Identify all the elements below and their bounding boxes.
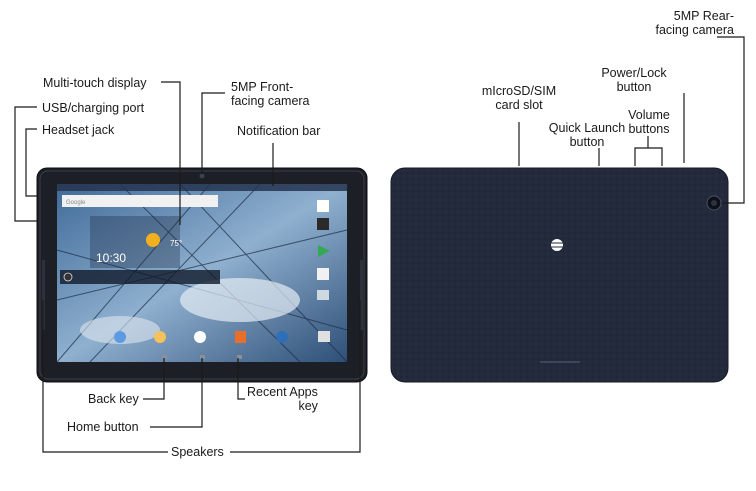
label-microsd: mIcroSD/SIM card slot bbox=[476, 84, 562, 112]
callout-line-rear bbox=[717, 36, 745, 204]
nav-keys bbox=[162, 355, 242, 359]
temp-text: 75° bbox=[170, 239, 182, 248]
callout-line-home bbox=[150, 358, 203, 428]
callout-line-multitouch bbox=[161, 81, 181, 225]
callout-line-volume bbox=[634, 136, 663, 166]
label-rear: 5MP Rear- facing camera bbox=[638, 9, 734, 37]
rear-camera-lens bbox=[711, 200, 717, 206]
label-rear-line1: 5MP Rear- bbox=[673, 9, 734, 23]
label-front-camera-line2: facing camera bbox=[231, 94, 310, 108]
callout-line-usb bbox=[14, 106, 37, 222]
label-quick-line2: button bbox=[569, 135, 605, 149]
label-volume: Volume buttons bbox=[616, 108, 682, 136]
label-front-camera: 5MP Front- facing camera bbox=[231, 80, 310, 108]
label-quick: Quick Launch button bbox=[532, 121, 642, 149]
label-speakers: Speakers bbox=[171, 445, 224, 459]
label-usb: USB/charging port bbox=[42, 101, 145, 115]
search-widget bbox=[62, 195, 218, 207]
callout-line-recent bbox=[237, 358, 245, 400]
label-notification: Notification bar bbox=[237, 124, 321, 138]
label-recent: Recent Apps key bbox=[247, 385, 318, 413]
callout-line-headset bbox=[25, 128, 37, 197]
cloud-shape bbox=[180, 278, 300, 322]
label-microsd-line1: mIcroSD/SIM bbox=[481, 84, 557, 98]
label-headset: Headset jack bbox=[42, 123, 115, 137]
callout-line-back-key bbox=[143, 358, 165, 400]
label-volume-line2: buttons bbox=[628, 122, 670, 136]
label-power-line2: button bbox=[616, 80, 652, 94]
label-rear-line2: facing camera bbox=[655, 23, 734, 37]
cloud-shape bbox=[80, 316, 160, 344]
back-label-strip bbox=[540, 361, 580, 363]
label-quick-line1: Quick Launch bbox=[548, 121, 626, 135]
side-app-icons bbox=[317, 200, 330, 300]
label-power: Power/Lock button bbox=[596, 66, 672, 94]
label-volume-line1: Volume bbox=[628, 108, 670, 122]
att-logo bbox=[551, 239, 563, 251]
info-strip bbox=[60, 270, 220, 284]
label-recent-line1: Recent Apps bbox=[247, 385, 318, 399]
callout-line-speakers bbox=[42, 300, 361, 453]
front-camera bbox=[199, 173, 205, 179]
info-strip-icon bbox=[63, 272, 73, 282]
sun-icon bbox=[146, 233, 160, 247]
label-power-line1: Power/Lock bbox=[601, 66, 667, 80]
label-home: Home button bbox=[67, 420, 139, 434]
search-widget-text: Google bbox=[66, 200, 86, 206]
clock-text: 10:30 bbox=[96, 251, 126, 265]
right-speaker bbox=[360, 260, 363, 330]
callout-line-front-camera bbox=[201, 92, 225, 174]
label-recent-line2: key bbox=[298, 399, 318, 413]
weather-widget bbox=[90, 216, 180, 268]
left-speaker bbox=[42, 260, 45, 330]
label-microsd-line2: card slot bbox=[495, 98, 543, 112]
label-front-camera-line1: 5MP Front- bbox=[231, 80, 294, 94]
dock-icons bbox=[114, 331, 330, 343]
back-tablet-body bbox=[390, 167, 729, 383]
label-back-key: Back key bbox=[88, 392, 139, 406]
notification-bar bbox=[57, 184, 347, 191]
label-multitouch: Multi-touch display bbox=[43, 76, 147, 90]
